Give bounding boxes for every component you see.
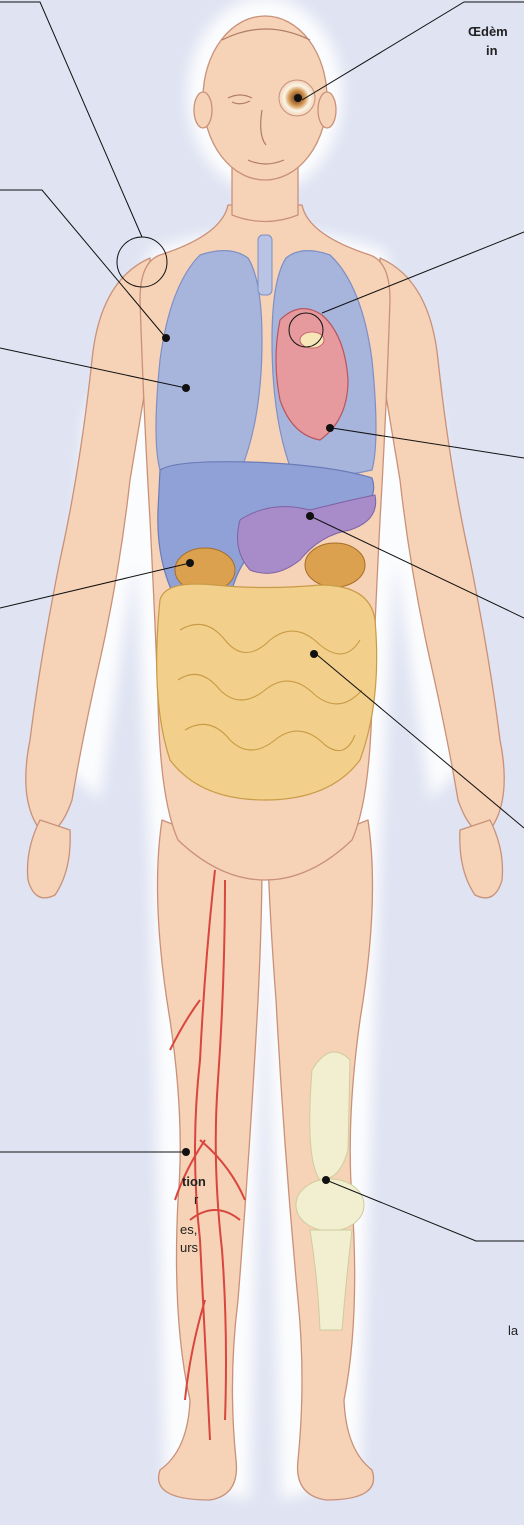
leg-label-line2: r [194,1190,198,1209]
eye-label-line1: Œdèm [468,22,508,41]
leg-label-line3: es, [180,1220,197,1239]
eye-label-line2: in [486,41,498,60]
leg-label-line1: tion [182,1172,206,1191]
leg-label-line4: urs [180,1238,198,1257]
trachea [258,235,272,295]
knee-label-line1: la [508,1321,518,1340]
kidney-right [305,543,365,587]
intestines [157,584,377,800]
